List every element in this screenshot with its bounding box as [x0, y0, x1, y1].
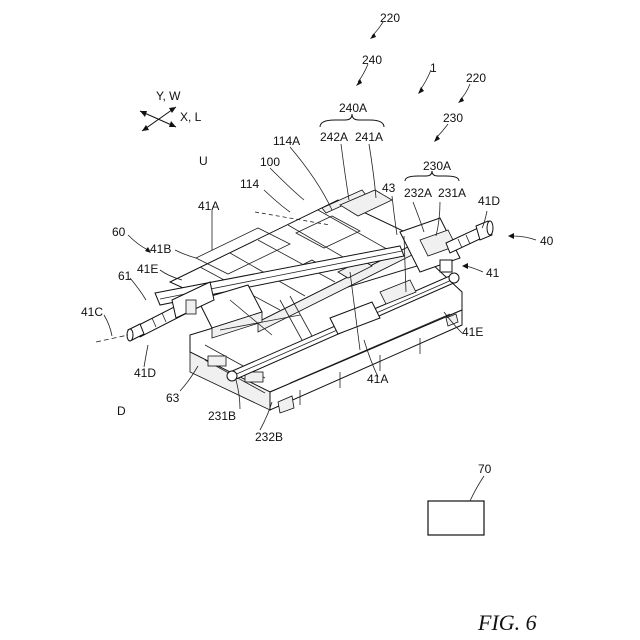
- ref-61: 61: [118, 269, 132, 283]
- ref-41A-bottom: 41A: [367, 372, 388, 386]
- ref-220-top: 220: [380, 11, 400, 25]
- ref-1: 1: [430, 61, 437, 75]
- ref-242A: 242A: [320, 130, 348, 144]
- ref-232B: 232B: [255, 430, 283, 444]
- ref-70: 70: [478, 462, 492, 476]
- ref-41D-left: 41D: [134, 366, 156, 380]
- ref-41D-right: 41D: [478, 194, 500, 208]
- ref-43: 43: [382, 181, 396, 195]
- ref-41B: 41B: [150, 242, 171, 256]
- ref-230A: 230A: [423, 159, 451, 173]
- controller-box: [428, 501, 484, 535]
- ref-231A: 231A: [438, 186, 466, 200]
- ref-114A: 114A: [273, 134, 300, 148]
- ref-41E-right: 41E: [462, 325, 483, 339]
- ref-220-right: 220: [466, 71, 486, 85]
- direction-indicator: Y, W X, L: [140, 89, 202, 131]
- ref-60: 60: [112, 225, 126, 239]
- axis-label-down: D: [117, 404, 126, 418]
- ref-41C: 41C: [81, 305, 103, 319]
- axis-label-up: U: [199, 154, 208, 168]
- ref-100: 100: [260, 155, 280, 169]
- ref-41: 41: [486, 266, 500, 280]
- ref-241A: 241A: [355, 130, 383, 144]
- ref-240A: 240A: [339, 101, 367, 115]
- ref-41A-top: 41A: [198, 199, 219, 213]
- ref-232A: 232A: [404, 186, 432, 200]
- ref-63: 63: [166, 391, 180, 405]
- ref-230: 230: [443, 111, 463, 125]
- ref-41E-left: 41E: [137, 262, 158, 276]
- axis-label-yw: Y, W: [156, 89, 181, 103]
- axis-label-xl: X, L: [180, 110, 202, 124]
- ref-240: 240: [362, 53, 382, 67]
- ref-231B: 231B: [208, 409, 236, 423]
- figure-caption: FIG. 6: [477, 610, 537, 635]
- ref-40: 40: [540, 234, 554, 248]
- ref-114: 114: [240, 177, 259, 191]
